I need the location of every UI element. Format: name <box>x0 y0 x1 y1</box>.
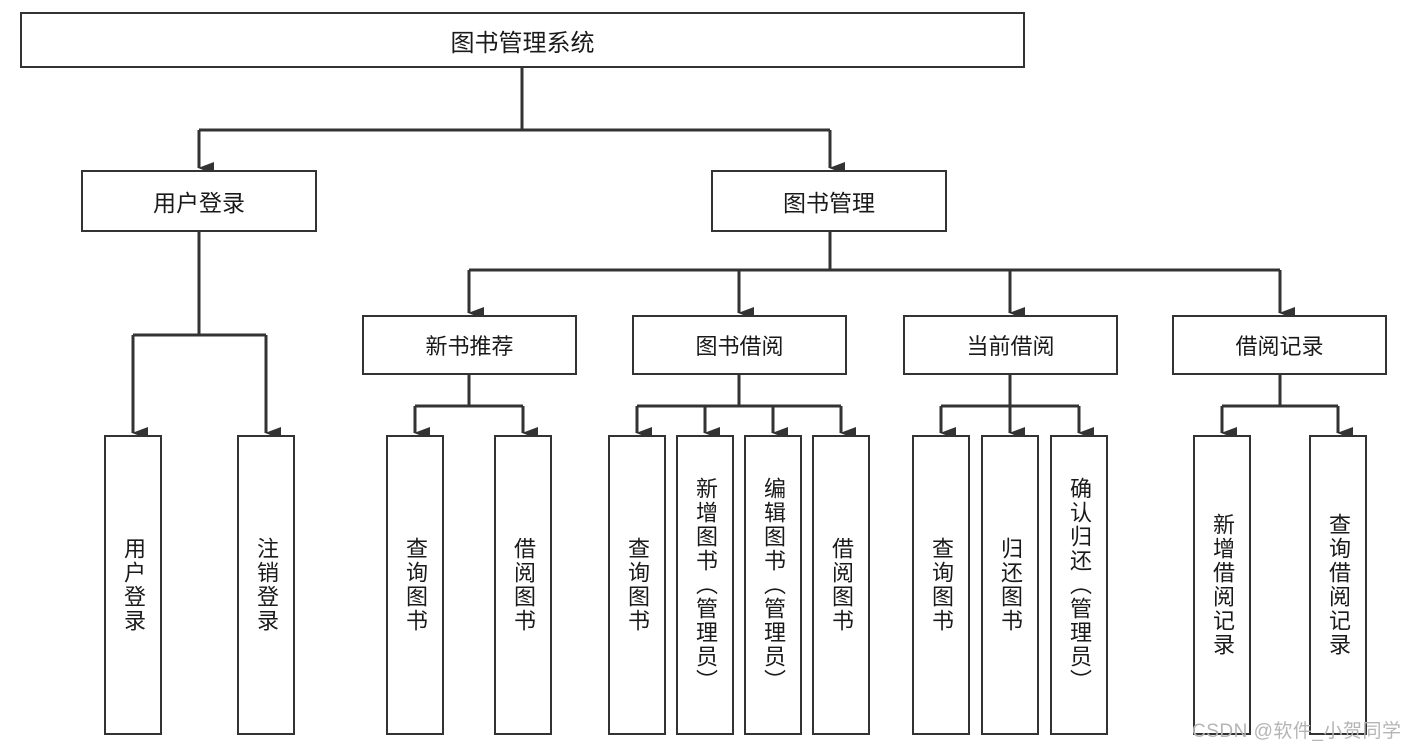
leaf-add-book-admin[interactable]: 新增图书（管理员） <box>676 435 734 735</box>
leaf-query-book-borrow[interactable]: 查询图书 <box>608 435 666 735</box>
node-label: 编辑图书（管理员） <box>761 477 786 693</box>
node-user-login[interactable]: 用户登录 <box>81 170 317 232</box>
node-label: 借阅记录 <box>1235 334 1324 359</box>
leaf-return-book[interactable]: 归还图书 <box>981 435 1039 735</box>
leaf-query-borrow-record[interactable]: 查询借阅记录 <box>1309 435 1367 735</box>
node-label: 新书推荐 <box>425 334 514 359</box>
node-label: 图书借阅 <box>695 334 784 359</box>
node-label: 新增借阅记录 <box>1210 513 1235 657</box>
node-label: 查询图书 <box>403 537 428 633</box>
leaf-user-login[interactable]: 用户登录 <box>104 435 162 735</box>
node-label: 用户登录 <box>121 537 146 633</box>
node-label: 借阅图书 <box>511 537 536 633</box>
node-label: 新增图书（管理员） <box>693 477 718 693</box>
node-label: 当前借阅 <box>966 334 1055 359</box>
csdn-watermark: CSDN @软件_小贺同学 <box>1192 721 1402 742</box>
leaf-borrow-book-recommend[interactable]: 借阅图书 <box>494 435 552 735</box>
node-label: 借阅图书 <box>829 537 854 633</box>
node-label: 查询借阅记录 <box>1326 513 1351 657</box>
node-label: 查询图书 <box>929 537 954 633</box>
node-book-borrow[interactable]: 图书借阅 <box>632 315 847 375</box>
leaf-confirm-return-admin[interactable]: 确认归还（管理员） <box>1050 435 1108 735</box>
node-label: 图书管理 <box>783 190 875 216</box>
node-label: 归还图书 <box>998 537 1023 633</box>
leaf-query-book-recommend[interactable]: 查询图书 <box>386 435 444 735</box>
leaf-edit-book-admin[interactable]: 编辑图书（管理员） <box>744 435 802 735</box>
node-root-system[interactable]: 图书管理系统 <box>20 12 1025 68</box>
leaf-add-borrow-record[interactable]: 新增借阅记录 <box>1193 435 1251 735</box>
node-current-borrow[interactable]: 当前借阅 <box>903 315 1118 375</box>
node-book-management[interactable]: 图书管理 <box>711 170 947 232</box>
node-label: 查询图书 <box>625 537 650 633</box>
node-label: 确认归还（管理员） <box>1067 477 1092 693</box>
leaf-user-logout[interactable]: 注销登录 <box>237 435 295 735</box>
node-borrow-record[interactable]: 借阅记录 <box>1172 315 1387 375</box>
leaf-query-book-current[interactable]: 查询图书 <box>912 435 970 735</box>
leaf-borrow-book[interactable]: 借阅图书 <box>812 435 870 735</box>
node-label: 用户登录 <box>153 190 245 216</box>
node-label: 图书管理系统 <box>450 29 595 57</box>
node-label: 注销登录 <box>254 537 279 633</box>
node-new-book-recommend[interactable]: 新书推荐 <box>362 315 577 375</box>
